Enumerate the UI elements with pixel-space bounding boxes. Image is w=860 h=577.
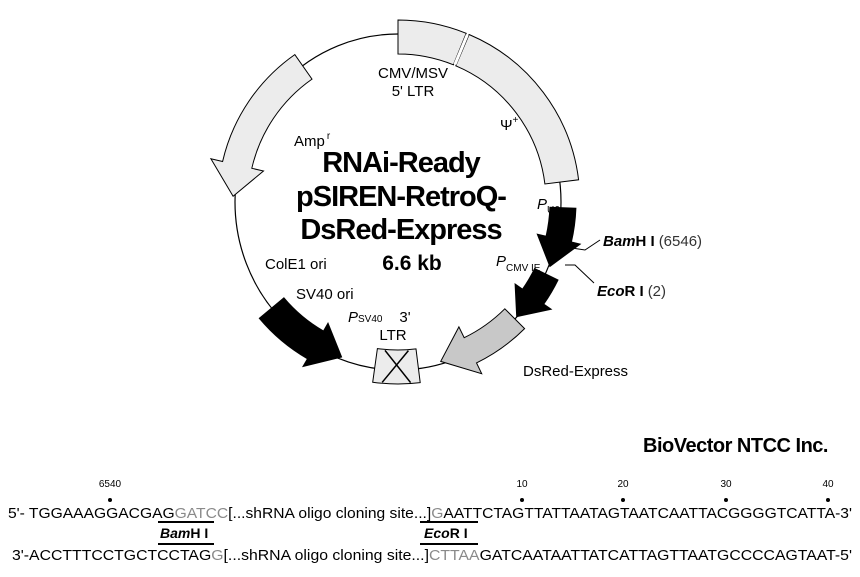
tick-label: 20 <box>617 479 629 490</box>
pcmv-ie-promoter-arrow <box>514 267 559 318</box>
plasmid-size: 6.6 kb <box>382 252 442 275</box>
pu6-label: PU6 <box>537 196 560 216</box>
sequence-ticks: 6540 10 20 30 40 <box>99 479 834 502</box>
tick-dot <box>621 498 625 502</box>
ltr5-label-line1: CMV/MSV <box>378 65 448 82</box>
feature-gap <box>453 34 469 65</box>
psi-packaging-feature <box>455 33 580 185</box>
sv40-ori-label: SV40 ori <box>296 286 354 303</box>
tick-dot <box>520 498 524 502</box>
tick-dot <box>108 498 112 502</box>
bamhi-site-label: BamH I(6546) <box>603 233 702 250</box>
ecori-leader-line <box>565 264 595 284</box>
plasmid-name-line1: RNAi-Ready <box>322 147 480 179</box>
dsred-label: DsRed-Express <box>523 363 628 380</box>
tick-label: 30 <box>720 479 732 490</box>
amp-resistance-arrow <box>209 53 313 197</box>
dsred-express-arrow <box>439 308 526 375</box>
tick-label: 6540 <box>99 479 122 490</box>
ltr3-label-line2: LTR <box>379 327 406 344</box>
bamhi-seq-label: BamH I <box>160 525 208 541</box>
pu6-promoter-arrow <box>536 206 582 268</box>
tick-dot <box>724 498 728 502</box>
cole1-ori-label: ColE1 ori <box>265 256 327 273</box>
ecori-site-label: EcoR I(2) <box>597 283 666 300</box>
tick-dot <box>826 498 830 502</box>
bamhi-leader-line <box>551 239 601 251</box>
ltr5-label-line2: 5' LTR <box>392 83 435 100</box>
psv40-promoter-arrow <box>258 297 343 368</box>
ecori-seq-label: EcoR I <box>424 525 468 541</box>
tick-label: 40 <box>822 479 834 490</box>
plasmid-name-line3: DsRed-Express <box>300 214 501 246</box>
tick-label: 10 <box>516 479 528 490</box>
pcmv-ie-label: PCMV IE <box>496 253 541 274</box>
ltr3-label-line1: 3' <box>399 309 410 326</box>
ltr3-x-mark <box>381 349 412 384</box>
plasmid-name-line2: pSIREN-RetroQ- <box>296 181 506 213</box>
psv40-label: PSV40 <box>348 309 383 326</box>
psi-label: Ψ+ <box>500 115 519 134</box>
ltr3-feature <box>372 348 421 385</box>
watermark: BioVector NTCC Inc. <box>643 435 828 457</box>
